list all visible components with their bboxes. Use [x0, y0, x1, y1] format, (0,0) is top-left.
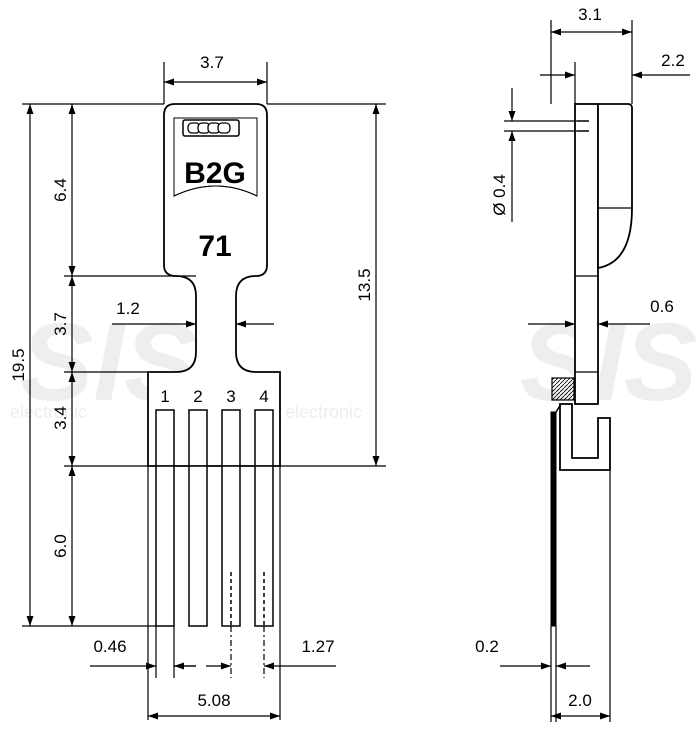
dim-lens-width: 2.2 — [661, 51, 685, 70]
marking-arc — [173, 185, 258, 197]
dim-lead-offset: 2.0 — [568, 691, 592, 710]
marking-code: B2G — [184, 157, 246, 190]
dim-pin-span: 5.08 — [197, 691, 230, 710]
dim-pin-pitch: 1.27 — [301, 637, 334, 656]
dim-lead-thickness: 0.2 — [475, 637, 499, 656]
pin-2 — [188, 465, 208, 627]
pin-labels: 1 2 3 4 — [160, 387, 268, 406]
side-body — [574, 103, 599, 405]
dim-hole-diameter: Ø 0.4 — [490, 174, 509, 216]
dim-body-height: 13.5 — [355, 268, 374, 301]
dim-width-top: 3.7 — [200, 53, 224, 72]
side-lead-holder — [559, 403, 611, 471]
dimension-lines — [26, 78, 380, 720]
dim-total-height: 19.5 — [9, 348, 28, 381]
pin-slots — [155, 409, 274, 467]
pin-label: 2 — [193, 387, 202, 406]
dim-thickness: 0.6 — [650, 297, 674, 316]
side-lens — [597, 103, 633, 270]
dim-side-width: 3.1 — [578, 5, 602, 24]
side-hatch-block — [551, 377, 575, 401]
watermark-text-left: electronic — [10, 402, 87, 422]
dim-neck-height: 3.7 — [51, 312, 70, 336]
dimension-texts: 3.7 19.5 6.4 3.7 3.4 6.0 13.5 1.2 0.46 1… — [9, 53, 374, 710]
pins — [155, 465, 274, 627]
watermark-text-right: electronic — [285, 402, 362, 422]
extension-lines — [22, 62, 386, 720]
dim-pin-height: 6.0 — [51, 534, 70, 558]
side-lead — [550, 411, 557, 627]
side-view: 3.1 2.2 Ø 0.4 0.6 0.2 2.0 — [475, 5, 690, 722]
front-view: B2G 71 1 2 3 4 — [9, 53, 386, 720]
pin-label: 1 — [160, 387, 169, 406]
watermark-left: SIS electronic — [10, 301, 197, 424]
dim-head-height: 6.4 — [51, 178, 70, 202]
pin-label: 4 — [259, 387, 268, 406]
side-dimension-lines — [500, 28, 690, 720]
pin-1 — [155, 465, 175, 627]
marking-number: 71 — [198, 230, 231, 263]
side-extension-lines — [504, 20, 633, 722]
dim-pin-top-height: 3.4 — [51, 406, 70, 430]
watermark-logo-right: SIS — [520, 301, 697, 424]
dim-neck-width: 1.2 — [116, 299, 140, 318]
pin-label: 3 — [226, 387, 235, 406]
dim-pin-width: 0.46 — [93, 637, 126, 656]
side-dimension-texts: 3.1 2.2 Ø 0.4 0.6 0.2 2.0 — [475, 5, 685, 710]
watermark-right: SIS electronic — [285, 301, 697, 424]
sensor-elements — [187, 122, 231, 134]
